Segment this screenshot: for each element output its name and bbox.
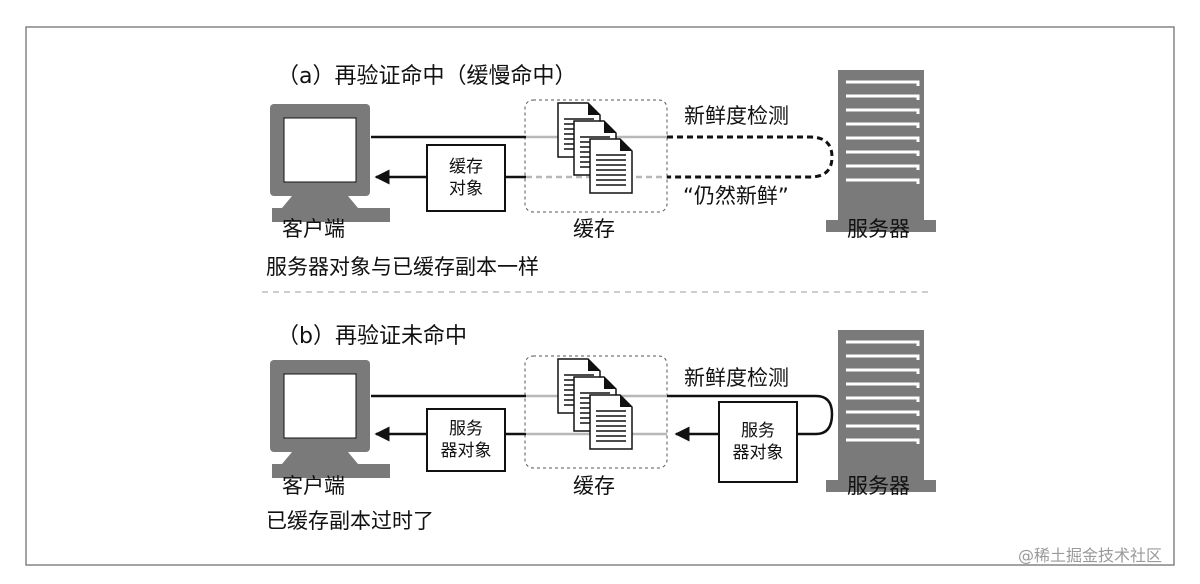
panel-b-request-label: 新鲜度检测 <box>684 366 789 390</box>
cached-object-box-label: 缓存 对象 <box>427 156 505 200</box>
cache-dashed-box <box>524 99 668 213</box>
server-icon <box>824 328 938 494</box>
panel-a-server-label: 服务器 <box>847 217 910 241</box>
box-line-2: 器对象 <box>732 443 784 463</box>
server-object-box-right-label: 服务 器对象 <box>719 420 797 464</box>
server-object-box-left-label: 服务 器对象 <box>427 418 505 462</box>
panel-b-graphics <box>269 328 938 494</box>
panel-a-title: （a）再验证命中（缓慢命中） <box>277 64 577 89</box>
box-line-1: 服务 <box>741 421 775 441</box>
panel-a-caption: 服务器对象与已缓存副本一样 <box>266 255 539 279</box>
outer-frame <box>25 26 1175 566</box>
client-computer-icon <box>269 359 391 479</box>
box-line-1: 缓存 <box>449 157 483 177</box>
panel-b-client-label: 客户端 <box>282 474 345 498</box>
server-icon <box>824 68 938 234</box>
panel-a-client-label: 客户端 <box>282 217 345 241</box>
panel-a-request-label: 新鲜度检测 <box>684 104 789 128</box>
freshness-check-dashed-loop <box>667 135 834 179</box>
box-line-2: 对象 <box>449 179 483 199</box>
watermark-text: @稀土掘金技术社区 <box>1018 546 1163 565</box>
box-line-1: 服务 <box>449 419 483 439</box>
cached-object-box <box>426 144 506 212</box>
cache-dashed-box <box>524 355 668 469</box>
panel-b-caption: 已缓存副本过时了 <box>266 509 434 533</box>
panel-a-cache-label: 缓存 <box>573 217 615 241</box>
cached-documents-icon <box>558 359 632 449</box>
client-computer-icon <box>269 103 391 223</box>
server-object-box-right <box>718 401 798 483</box>
panel-a-graphics <box>269 68 938 234</box>
server-object-box-left <box>426 408 506 472</box>
panel-b-server-label: 服务器 <box>847 474 910 498</box>
panel-a-response-label: “仍然新鲜” <box>683 184 789 208</box>
panel-b-title: （b）再验证未命中 <box>277 324 467 349</box>
cached-documents-icon <box>558 103 632 193</box>
panel-b-cache-label: 缓存 <box>573 474 615 498</box>
box-line-2: 器对象 <box>440 441 492 461</box>
freshness-check-loop <box>667 394 834 436</box>
